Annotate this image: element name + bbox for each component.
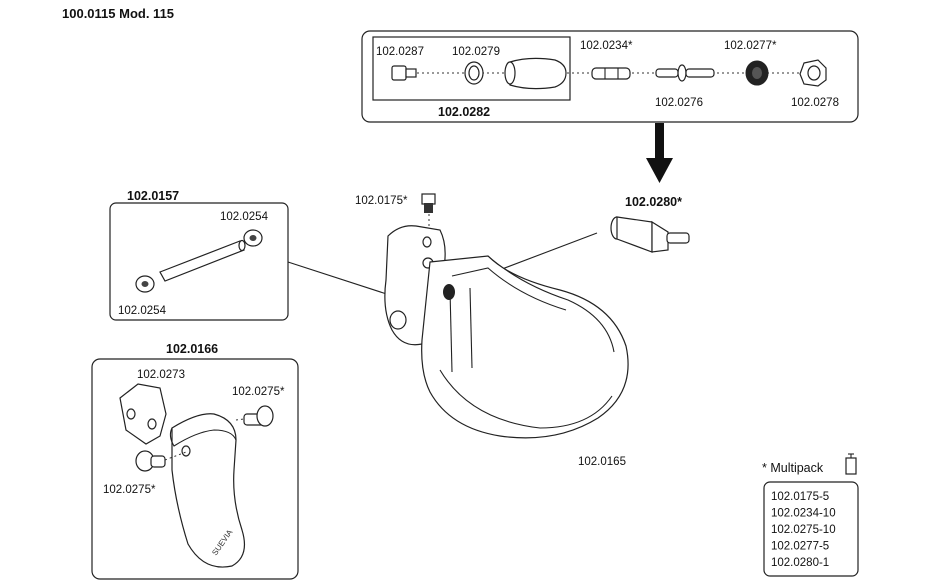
part-102-0234: [591, 67, 631, 80]
multipack-item: 102.0280-1: [771, 557, 829, 569]
diagram-title: 100.0115 Mod. 115: [62, 6, 174, 21]
part-102-0277: [745, 60, 769, 86]
part-102-0175: [421, 193, 436, 213]
label-lever-kit: 102.0166: [166, 342, 218, 356]
label-washer-top: 102.0254: [220, 211, 269, 223]
label-102-0280: 102.0280*: [625, 195, 682, 209]
multipack-item: 102.0234-10: [771, 508, 836, 520]
part-bowl: [384, 225, 629, 439]
part-washer-top: [243, 229, 263, 247]
part-bushing-left: [135, 450, 166, 472]
label-102-0234: 102.0234*: [580, 40, 633, 52]
part-valve-body: [504, 57, 567, 90]
bushing-axis-right: [235, 418, 245, 421]
label-bushing-left: 102.0275*: [103, 484, 156, 496]
part-bushing-right: [243, 405, 274, 427]
label-valve-subassembly: 102.0282: [438, 105, 490, 119]
label-102-0276: 102.0276: [655, 97, 703, 109]
label-102-0273: 102.0273: [137, 369, 185, 381]
multipack-icon: [845, 453, 857, 475]
label-102-0175: 102.0175*: [355, 195, 408, 207]
part-lever: [169, 413, 245, 568]
part-102-0280: [610, 216, 690, 253]
part-102-0279: [464, 61, 484, 85]
bushing-axis-left: [164, 451, 187, 461]
label-102-0287: 102.0287: [376, 46, 424, 58]
multipack-heading: * Multipack: [762, 461, 824, 475]
down-arrow-icon: [646, 123, 673, 183]
multipack-item: 102.0175-5: [771, 491, 829, 503]
part-102-0287: [391, 65, 417, 81]
label-axle-kit: 102.0157: [127, 189, 179, 203]
label-bowl: 102.0165: [578, 456, 626, 468]
multipack-list: 102.0175-5 102.0234-10 102.0275-10 102.0277…: [771, 491, 836, 569]
multipack-item: 102.0275-10: [771, 524, 836, 536]
part-axle: [159, 239, 246, 282]
label-102-0278: 102.0278: [791, 97, 839, 109]
label-102-0279: 102.0279: [452, 46, 500, 58]
multipack-box: [763, 481, 859, 577]
part-washer-bottom: [135, 275, 155, 293]
part-102-0276: [655, 64, 715, 82]
part-102-0273: [119, 383, 167, 445]
part-102-0278: [799, 59, 827, 87]
label-bushing-right: 102.0275*: [232, 386, 285, 398]
label-102-0277: 102.0277*: [724, 40, 777, 52]
multipack-item: 102.0277-5: [771, 541, 829, 553]
label-washer-bottom: 102.0254: [118, 305, 167, 317]
